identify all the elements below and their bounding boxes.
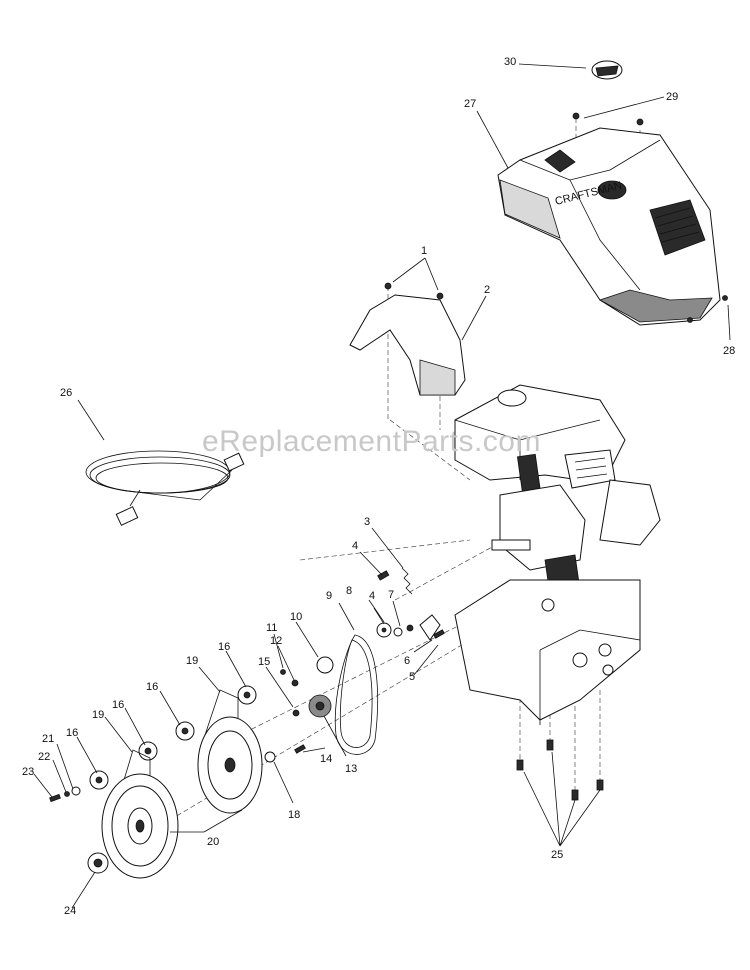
- callout-11: 11: [266, 622, 277, 634]
- callout-6: 6: [404, 655, 410, 667]
- callout-18: 18: [288, 809, 300, 821]
- callout-12: 12: [270, 635, 282, 647]
- drive-belt-small: [334, 634, 378, 755]
- callout-28: 28: [723, 345, 735, 357]
- callout-16-b: 16: [146, 681, 158, 693]
- callout-3: 3: [364, 516, 370, 528]
- belt-guard: [349, 282, 466, 396]
- engine: [454, 384, 661, 596]
- callout-25: 25: [551, 849, 563, 861]
- callout-21: 21: [42, 733, 54, 745]
- callout-7: 7: [388, 589, 394, 601]
- callout-labels: 1 2 3 4 4 5 6 7 8 9 10 11 12 13 14 15 16…: [22, 56, 735, 917]
- pulley-washers: [49, 685, 257, 803]
- callout-27: 27: [464, 98, 476, 110]
- callout-16-c: 16: [112, 699, 124, 711]
- callout-24: 24: [64, 905, 76, 917]
- callout-14: 14: [320, 753, 332, 765]
- cover-screws: [572, 112, 728, 323]
- frame-plate: [454, 579, 641, 725]
- callout-16-d: 16: [66, 727, 78, 739]
- mounting-bolts: [516, 739, 604, 801]
- callout-19-a: 19: [186, 655, 198, 667]
- extension-cord: [85, 450, 245, 526]
- callout-29: 29: [666, 91, 678, 103]
- callout-15: 15: [258, 656, 270, 668]
- callout-4-upper: 4: [352, 540, 358, 552]
- callout-10: 10: [290, 611, 302, 623]
- watermark-text: eReplacementParts.com: [202, 425, 541, 458]
- callout-5: 5: [409, 671, 415, 683]
- callout-30: 30: [504, 56, 516, 68]
- callout-13: 13: [345, 763, 357, 775]
- callout-4-lower: 4: [369, 590, 375, 602]
- callout-26: 26: [60, 387, 72, 399]
- callout-19-b: 19: [92, 709, 104, 721]
- fuel-cap: [591, 60, 623, 80]
- callout-16-a: 16: [218, 641, 230, 653]
- callout-22: 22: [38, 751, 50, 763]
- callout-leaders: [33, 63, 731, 909]
- engine-cover: CRAFTSMAN: [497, 127, 721, 326]
- callout-9: 9: [326, 590, 332, 602]
- idler-hardware: [264, 567, 445, 763]
- callout-8: 8: [346, 585, 352, 597]
- drive-pulleys: [87, 689, 263, 879]
- callout-2: 2: [484, 284, 490, 296]
- callout-23: 23: [22, 766, 34, 778]
- callout-1: 1: [421, 245, 427, 257]
- callout-20: 20: [207, 836, 219, 848]
